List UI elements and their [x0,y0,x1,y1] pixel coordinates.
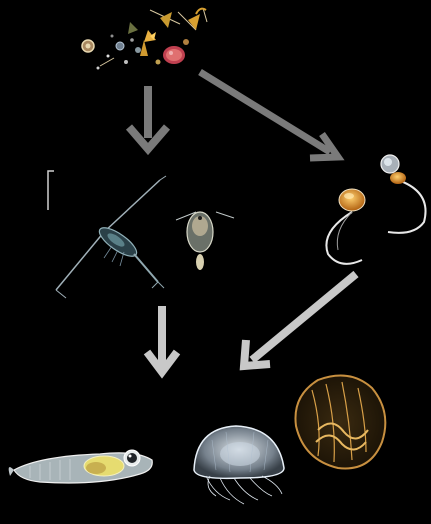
copepod-icon [48,171,234,298]
comb-jelly-icon [295,376,385,469]
moon-jellyfish-icon [194,426,284,504]
arrow-copepods-to-larval-fish [147,306,177,372]
arrow-phytoplankton-to-copepods [129,86,167,149]
phytoplankton-cluster-icon [82,8,207,70]
siphonophore-icon [326,155,425,264]
arrow-phytoplankton-to-siphonophores [200,72,338,158]
larval-fish-icon [9,450,153,483]
arrow-siphonophores-to-jellyfish [244,274,356,366]
